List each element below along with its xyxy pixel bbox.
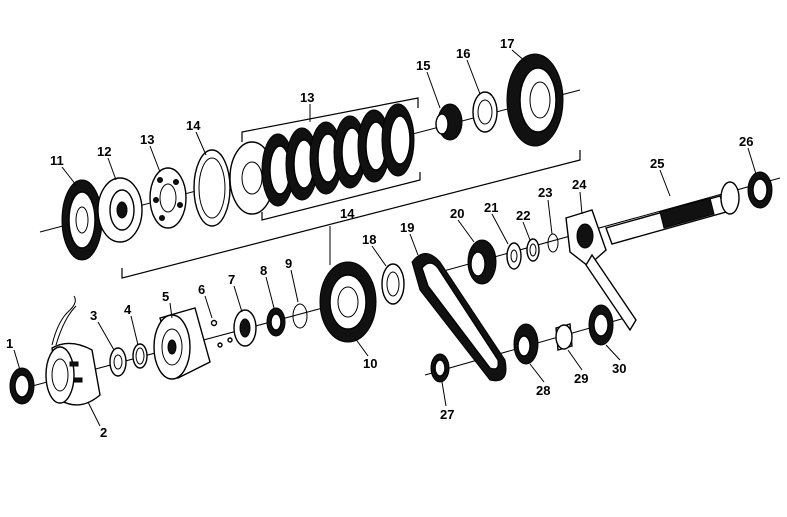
part-19-drive-chain [411,253,507,382]
label-1: 1 [6,336,13,351]
part-14-ring [193,149,231,227]
label-26: 26 [739,134,753,149]
part-21-ring [506,242,522,270]
callout-numbers: 1 2 3 4 5 6 7 8 9 10 11 12 13 14 13 14 1… [6,36,753,440]
label-8: 8 [260,263,267,278]
label-11: 11 [50,153,64,168]
label-16: 16 [456,46,470,61]
part-27-bearing [430,353,450,383]
label-22: 22 [516,208,530,223]
part-25-output-shaft [605,181,740,245]
part-29-sleeve [555,323,573,351]
label-13-top: 13 [300,90,314,105]
part-2-housing [45,295,101,406]
label-25: 25 [650,156,664,171]
label-4: 4 [124,302,132,317]
part-16-washer [472,91,498,133]
part-12-cover [97,177,143,243]
part-24-housing [565,209,637,332]
label-14-bottom: 14 [340,206,355,221]
part-6-check-balls [210,319,233,348]
label-13-left: 13 [140,132,154,147]
label-23: 23 [538,185,552,200]
label-6: 6 [198,282,205,297]
label-19: 19 [400,220,414,235]
part-13-piston-plate [149,167,187,229]
label-15: 15 [416,58,430,73]
part-15-bearing [435,103,463,141]
part-5-drum [153,307,211,380]
label-28: 28 [536,383,550,398]
label-21: 21 [484,200,498,215]
label-9: 9 [285,256,292,271]
label-2: 2 [100,425,107,440]
part-1-seal [9,367,35,405]
part-3-bushing [109,347,127,377]
part-28-sprocket [513,323,539,365]
upper-assembly-bracket [121,150,581,279]
label-17: 17 [500,36,514,51]
label-30: 30 [612,361,626,376]
clutch-pack-bracket-top [241,97,419,142]
part-17-ring-gear [506,53,564,147]
label-3: 3 [90,308,97,323]
part-26-seal [747,171,773,209]
part-10-gear [319,261,377,343]
label-10: 10 [363,356,377,371]
label-29: 29 [574,371,588,386]
label-27: 27 [440,407,454,422]
label-20: 20 [450,206,464,221]
part-8-roller-bearing [266,307,286,337]
part-9-snap-ring [292,303,308,329]
label-18: 18 [362,232,376,247]
label-12: 12 [97,144,111,159]
clutch-pack [229,103,415,215]
part-20-sprocket [467,239,497,285]
part-30-bearing [588,304,614,346]
part-23-ring [547,233,559,253]
clutch-pack-bracket-bottom [261,172,421,221]
part-22-ring [526,238,540,262]
label-7: 7 [228,272,235,287]
leader-lines [13,49,757,427]
label-24: 24 [572,177,587,192]
part-18-washer [381,263,405,305]
part-7-bearing [233,309,257,347]
label-5: 5 [162,289,169,304]
part-4-ring [132,343,148,369]
part-11-sprocket [61,179,103,261]
label-14-left: 14 [186,118,201,133]
